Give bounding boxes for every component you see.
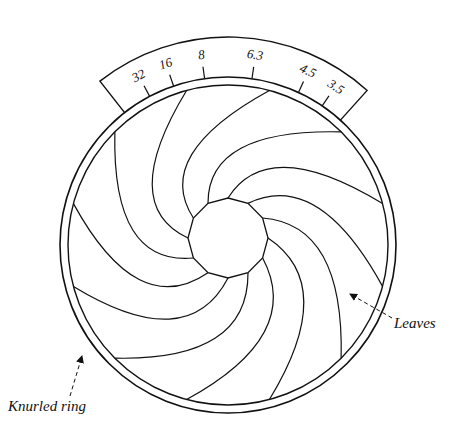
leaf-edge [73,204,208,287]
leaf-edge [248,196,383,287]
aperture [188,198,268,278]
f-number: 8 [197,48,205,62]
scale-tick [203,67,205,79]
leader-line [350,294,392,318]
leaf-edge [152,90,188,238]
ring-inner-edge [68,85,388,405]
leaf-edge [208,132,341,204]
leaf-edge [115,132,194,259]
scale-tick [298,82,303,93]
scale-tick [252,67,254,79]
f-number: 6.3 [246,47,264,62]
leaf-edge [187,258,274,400]
scale-tick [144,86,150,97]
leaf-edge [268,238,304,400]
iris-leaves [73,90,382,399]
leader-line [70,356,82,396]
knurled-ring-label: Knurled ring [8,399,86,414]
scale-tick [170,75,174,86]
knurled-ring [60,77,396,413]
leaves-label: Leaves [394,316,436,331]
leaf-edge [228,167,383,203]
scale-tick [322,96,329,106]
